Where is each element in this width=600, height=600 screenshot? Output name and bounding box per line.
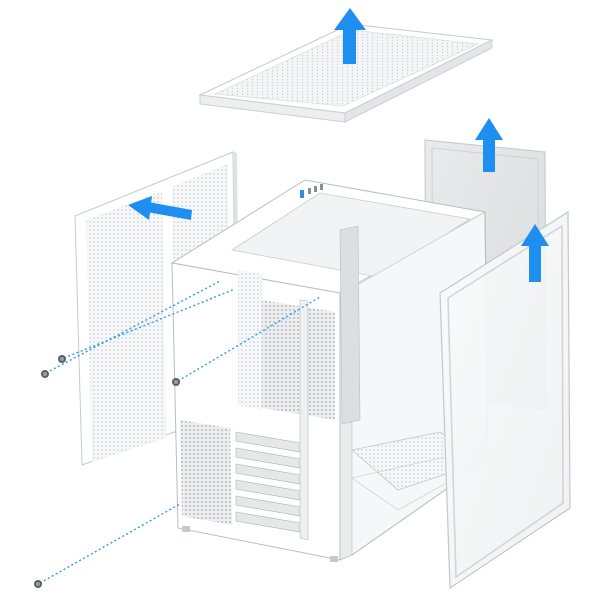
arrow-left-icon (128, 196, 192, 220)
arrow-up-icon (521, 224, 549, 282)
screw-icon (172, 378, 180, 386)
screw-icon (34, 580, 42, 588)
glass-side-panel (439, 210, 571, 590)
chassis-frame (170, 179, 490, 562)
arrow-up-icon (334, 8, 366, 64)
screw-icon (58, 355, 66, 363)
thumb-screws (34, 355, 180, 588)
arrows (128, 8, 549, 282)
expansion-slots (235, 431, 301, 533)
screw-icon (41, 370, 49, 378)
arrow-up-icon (475, 118, 503, 172)
screw-guide-lines (39, 280, 321, 584)
top-panel (198, 23, 494, 123)
